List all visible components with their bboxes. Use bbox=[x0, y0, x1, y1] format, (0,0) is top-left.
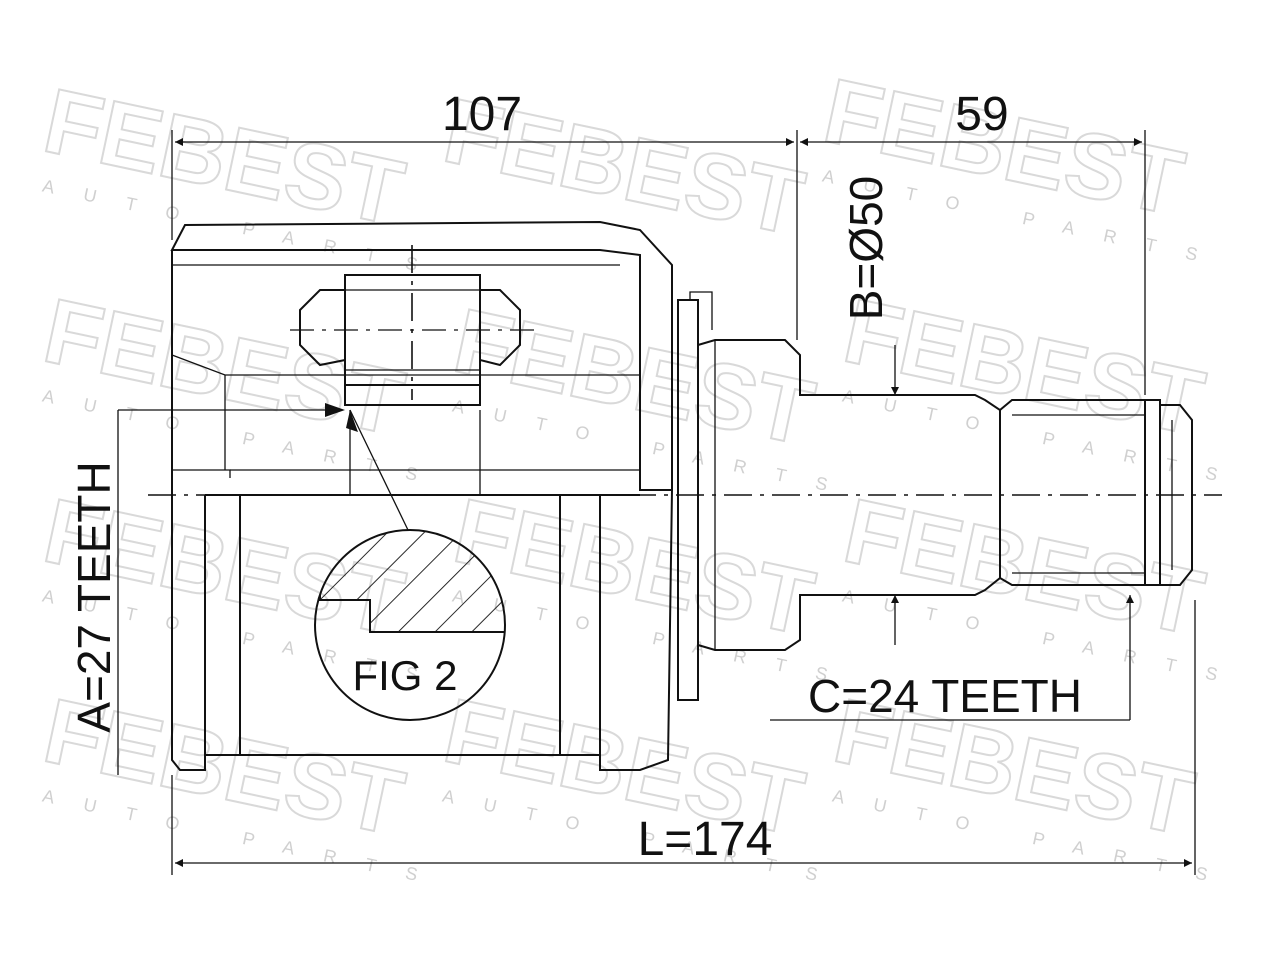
dim-outer-spline: C=24 TEETH bbox=[770, 595, 1134, 722]
dim-inner-spline: A=27 TEETH bbox=[68, 403, 345, 775]
dim-total-label: L=174 bbox=[638, 813, 773, 866]
dim-59-label: 59 bbox=[955, 88, 1008, 141]
dim-inner-spline-label: A=27 TEETH bbox=[68, 461, 120, 732]
housing-top-wall-section bbox=[170, 220, 673, 491]
shaft bbox=[677, 291, 1193, 701]
tripod-roller bbox=[290, 245, 540, 406]
dim-shaft-length: 59 bbox=[800, 88, 1146, 395]
dim-outer-spline-label: C=24 TEETH bbox=[808, 670, 1082, 722]
dim-shaft-diameter: B=Ø50 bbox=[840, 176, 899, 645]
fig2-label: FIG 2 bbox=[352, 652, 457, 699]
housing bbox=[170, 220, 673, 771]
dim-diameter-label: B=Ø50 bbox=[840, 176, 892, 321]
dim-total-length: L=174 bbox=[171, 600, 1196, 875]
fig2-detail: FIG 2 bbox=[314, 409, 506, 721]
dim-107-label: 107 bbox=[442, 88, 522, 141]
dim-housing-length: 107 bbox=[171, 88, 798, 340]
